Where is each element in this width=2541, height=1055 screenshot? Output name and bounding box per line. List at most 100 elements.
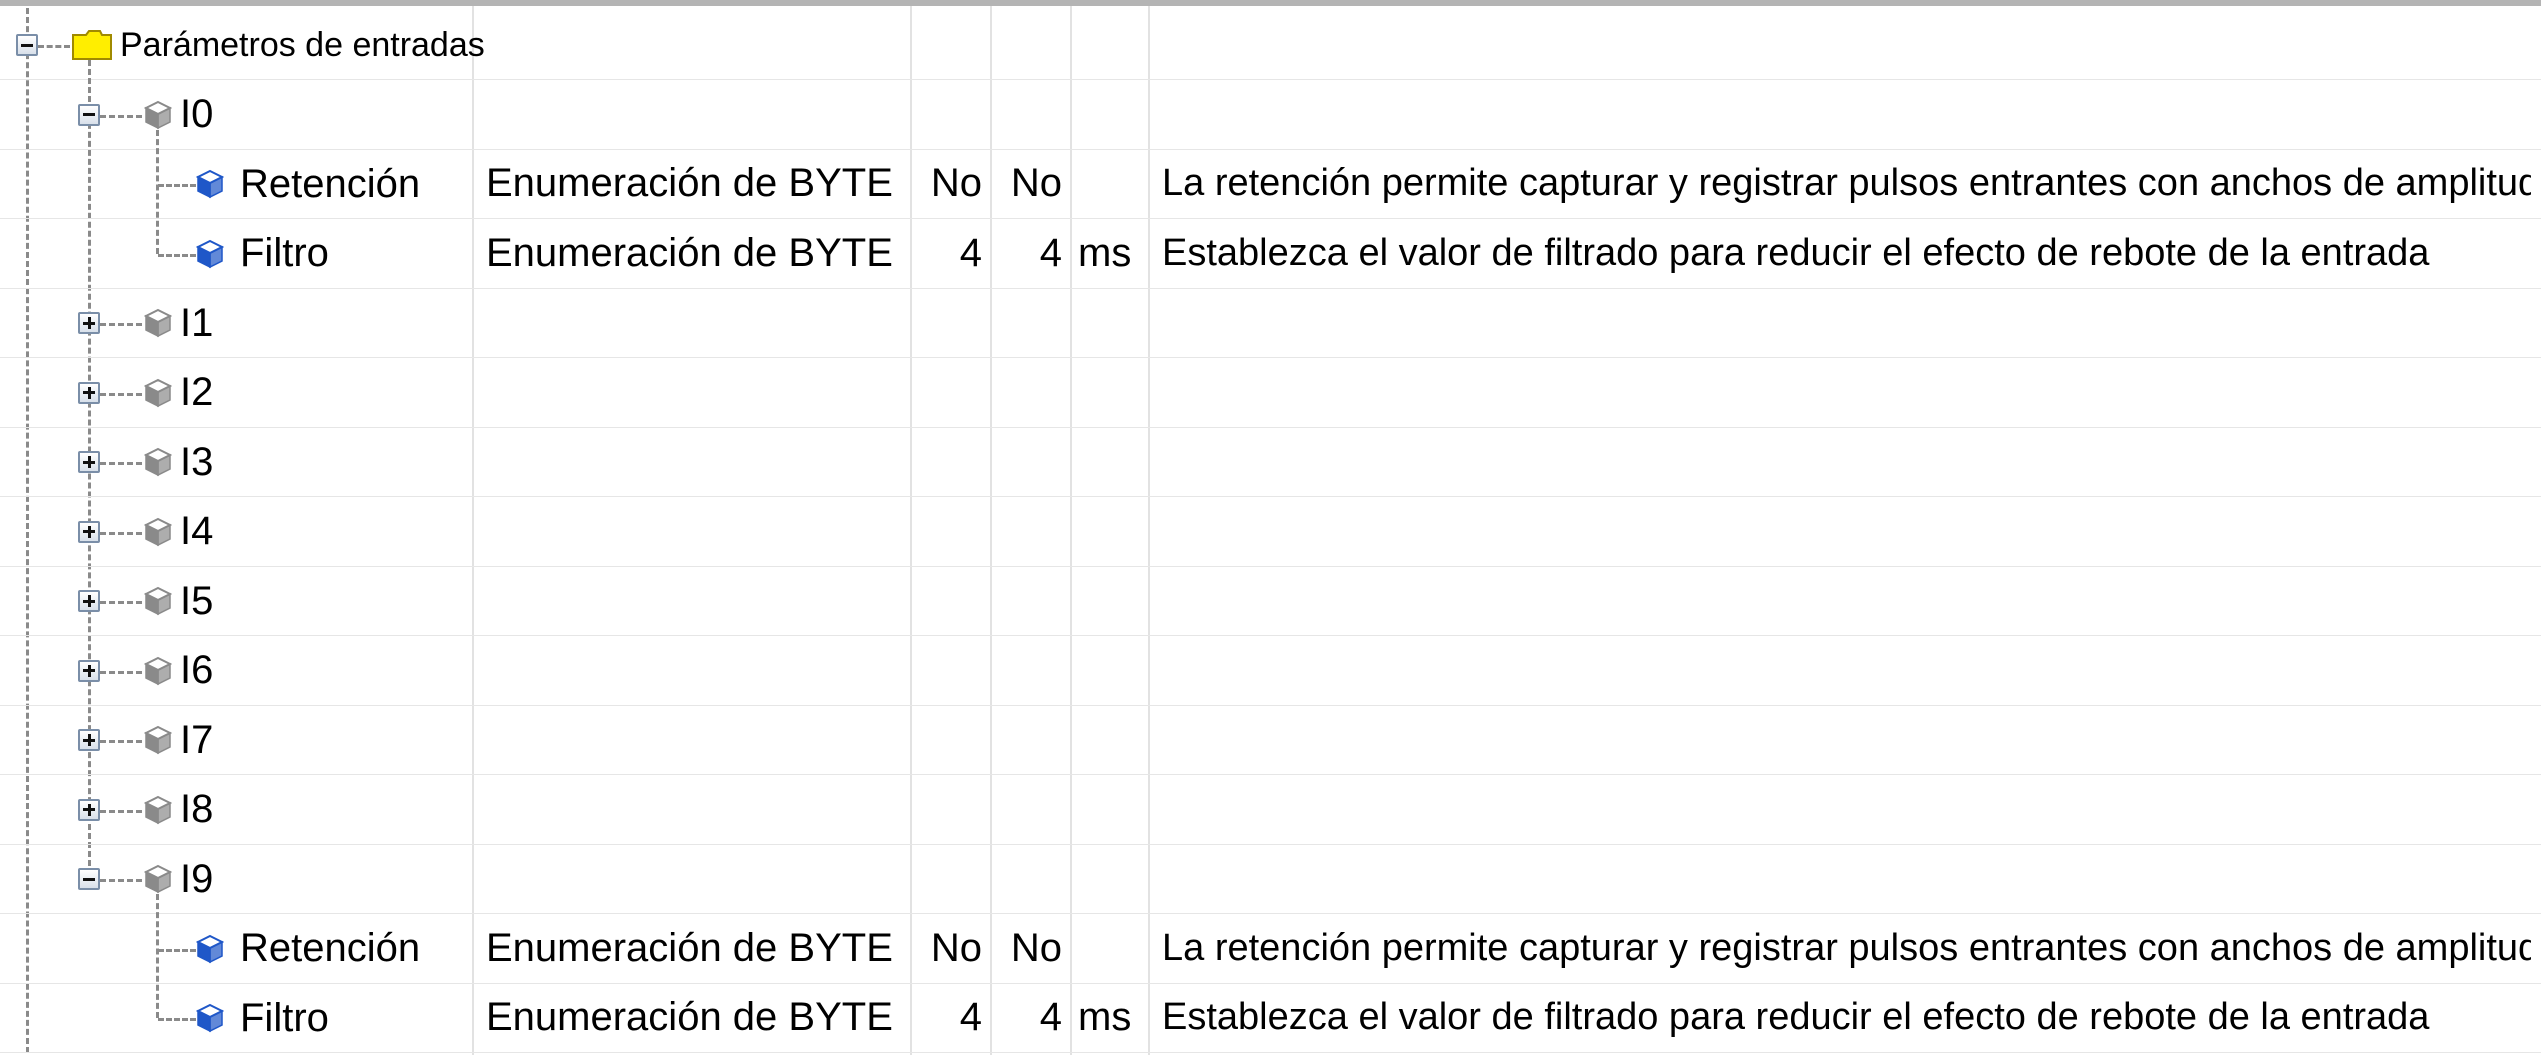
expand-toggle-i8[interactable] — [78, 798, 100, 821]
tree-node-label: I7 — [180, 717, 214, 762]
expand-toggle-i4[interactable] — [78, 520, 100, 543]
parameter-type: Enumeración de BYTE — [486, 995, 893, 1039]
expand-toggle-i5[interactable] — [78, 590, 100, 612]
channel-icon — [144, 864, 172, 894]
tree-connector — [158, 184, 196, 187]
channel-icon — [144, 795, 172, 824]
tree-node-label: I2 — [180, 370, 214, 414]
parameter-unit: ms — [1078, 230, 1132, 275]
tree-connector — [100, 114, 142, 118]
tree-connector — [38, 45, 70, 48]
parameter-type: Enumeración de BYTE — [486, 230, 893, 275]
expand-toggle-i7[interactable] — [78, 729, 100, 751]
tree-node-row[interactable]: I8 — [0, 775, 2541, 845]
tree-node-row[interactable]: I7 — [0, 705, 2541, 775]
channel-icon — [144, 586, 172, 616]
channel-icon — [144, 308, 172, 338]
parameter-name: Filtro — [240, 231, 329, 275]
parameter-value: No — [930, 925, 982, 970]
parameter-icon — [196, 239, 224, 268]
tree-node-label: I6 — [180, 648, 214, 692]
tree-connector — [100, 601, 142, 604]
tree-node-row[interactable]: I2 — [0, 358, 2541, 428]
tree-node-row[interactable]: I1 — [0, 288, 2541, 358]
tree-node-row[interactable]: I6 — [0, 636, 2541, 706]
tree-node-row[interactable]: I0 — [0, 80, 2541, 150]
parameter-description: La retención permite capturar y registra… — [1162, 926, 2531, 969]
expand-toggle-i6[interactable] — [78, 659, 100, 682]
parameter-description: Establezca el valor de filtrado para red… — [1162, 231, 2430, 274]
parameter-default: No — [1010, 161, 1062, 205]
tree-node-row[interactable]: I4 — [0, 497, 2541, 567]
column-divider — [1070, 6, 1072, 1055]
parameter-icon — [196, 169, 224, 199]
parameter-default: No — [1010, 925, 1062, 970]
parameter-unit: ms — [1078, 995, 1132, 1039]
tree-connector — [100, 323, 142, 326]
channel-icon — [144, 447, 172, 477]
parameter-description: La retención permite capturar y registra… — [1162, 162, 2531, 204]
tree-connector — [100, 809, 142, 813]
expand-toggle-i3[interactable] — [78, 451, 100, 473]
parameter-type: Enumeración de BYTE — [486, 161, 893, 205]
tree-node-label: I8 — [180, 787, 214, 831]
expand-toggle-i9[interactable] — [78, 868, 100, 890]
tree-node-row[interactable]: I3 — [0, 427, 2541, 497]
parameter-value: No — [930, 161, 982, 205]
tree-row-root[interactable]: Parámetros de entradas — [0, 10, 2541, 80]
parameter-name: Retención — [240, 926, 421, 970]
parameter-type: Enumeración de BYTE — [486, 925, 893, 970]
grid-top-border — [0, 0, 2541, 6]
tree-node-label: I1 — [180, 300, 214, 345]
expand-toggle-i2[interactable] — [78, 381, 100, 404]
channel-icon — [144, 725, 172, 755]
column-divider — [1148, 6, 1150, 1055]
channel-icon — [144, 100, 172, 129]
channel-icon — [144, 517, 172, 546]
parameter-unit — [1078, 914, 1148, 983]
collapse-toggle-root[interactable] — [16, 34, 38, 56]
parameter-row[interactable]: Filtro Enumeración de BYTE 4 4 ms Establezca … — [0, 983, 2541, 1053]
tree-guide-line — [26, 8, 29, 1053]
tree-root-label: Parámetros de entradas — [120, 25, 485, 64]
tree-node-label: I5 — [180, 578, 214, 623]
expand-toggle-i1[interactable] — [78, 312, 100, 334]
tree-connector — [100, 392, 142, 396]
tree-node-label: I9 — [180, 856, 214, 901]
tree-connector — [158, 948, 196, 952]
tree-connector — [100, 531, 142, 535]
parameter-value: 4 — [959, 995, 982, 1039]
parameter-name: Filtro — [240, 995, 329, 1040]
tree-node-label: I3 — [180, 439, 214, 484]
column-divider — [910, 6, 912, 1055]
tree-connector — [100, 462, 142, 465]
tree-connector — [158, 1018, 196, 1021]
channel-icon — [144, 656, 172, 685]
tree-node-row[interactable]: I9 — [0, 844, 2541, 914]
parameter-icon — [196, 1003, 224, 1033]
tree-guide-line — [156, 894, 159, 1018]
tree-connector — [158, 253, 196, 257]
tree-connector — [100, 879, 142, 882]
tree-node-row[interactable]: I5 — [0, 566, 2541, 636]
folder-icon — [72, 30, 112, 60]
tree-node-label: I0 — [180, 92, 214, 136]
parameter-icon — [196, 934, 224, 963]
tree-connector — [100, 740, 142, 743]
tree-guide-line — [156, 129, 159, 254]
column-divider — [990, 6, 992, 1055]
parameter-unit — [1078, 149, 1148, 218]
channel-icon — [144, 378, 172, 407]
parameter-row[interactable]: Retención Enumeración de BYTE No No La reten… — [0, 149, 2541, 219]
tree-connector — [100, 670, 142, 674]
parameter-default: 4 — [1039, 230, 1062, 275]
parameter-name: Retención — [240, 161, 421, 206]
expand-toggle-i0[interactable] — [78, 103, 100, 126]
column-divider — [472, 6, 474, 1055]
tree-node-label: I4 — [180, 509, 214, 553]
parameter-row[interactable]: Retención Enumeración de BYTE No No La reten… — [0, 914, 2541, 984]
parameter-default: 4 — [1039, 995, 1062, 1039]
parameter-description: Establezca el valor de filtrado para red… — [1162, 996, 2430, 1038]
